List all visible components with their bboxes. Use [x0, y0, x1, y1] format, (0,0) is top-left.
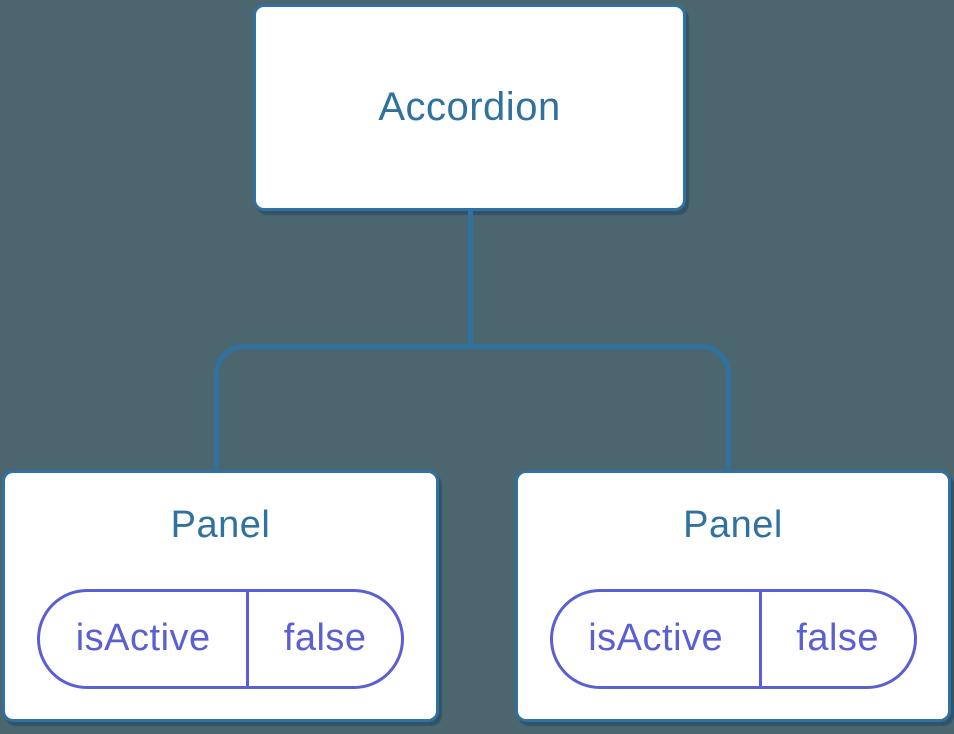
- node-accordion-label: Accordion: [378, 85, 561, 129]
- state-name-cell: isActive: [553, 591, 762, 686]
- state-pill: isActive false: [549, 588, 917, 689]
- node-panel-2-label: Panel: [683, 504, 783, 546]
- state-value-cell: false: [283, 617, 367, 660]
- state-pill: isActive false: [37, 588, 404, 689]
- node-panel-2: Panel isActive false: [515, 470, 951, 722]
- state-name-cell: isActive: [40, 591, 250, 686]
- node-panel-1: Panel isActive false: [2, 470, 439, 722]
- connector-branch: [214, 344, 731, 472]
- state-value-cell: false: [796, 617, 880, 660]
- node-panel-1-label: Panel: [170, 504, 271, 546]
- connector-trunk: [468, 209, 473, 349]
- node-accordion: Accordion: [253, 4, 686, 211]
